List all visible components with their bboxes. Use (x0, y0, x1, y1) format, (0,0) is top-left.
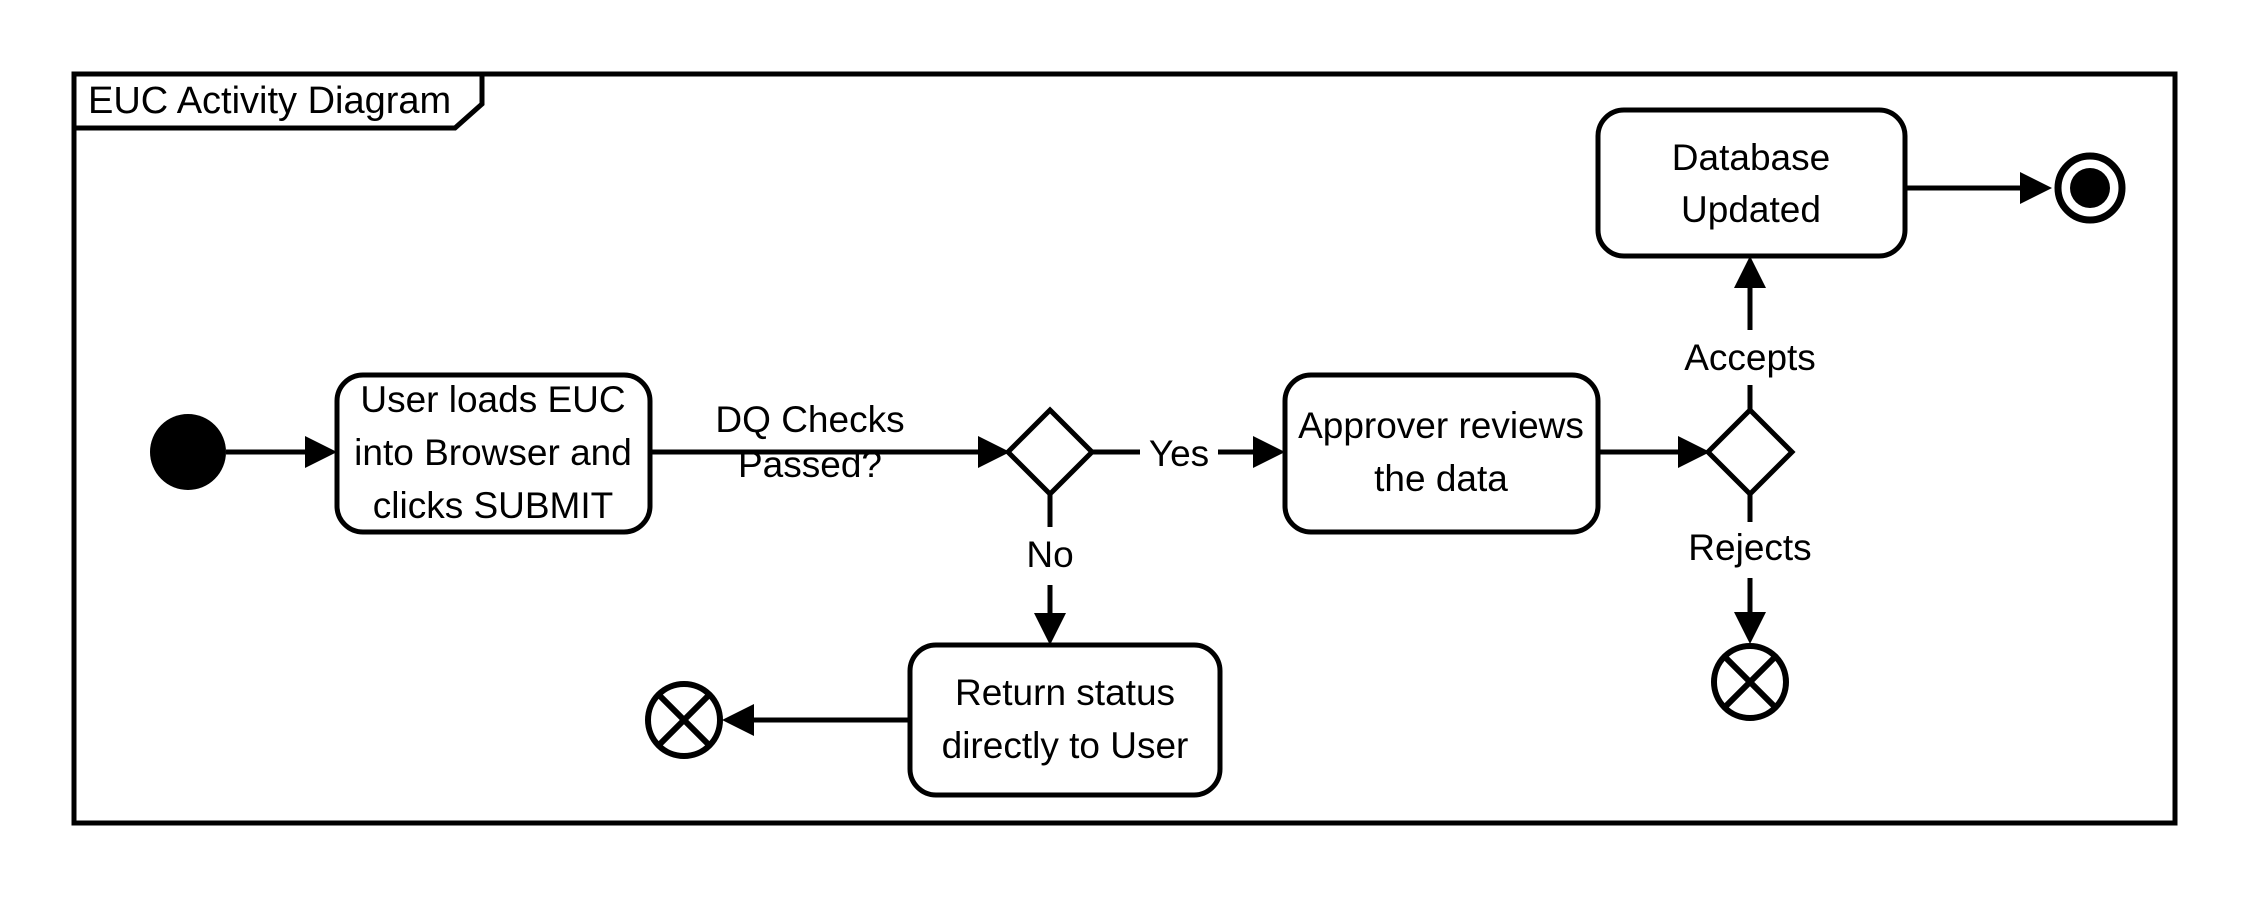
action-node-return-status[interactable]: Return status directly to User (907, 642, 1223, 798)
action-node-label-line2: into Browser and (354, 432, 632, 473)
arrowhead-icon (1734, 256, 1766, 288)
edge-dq-decision-no: No (1026, 494, 1074, 645)
edge-label-no: No (1026, 534, 1073, 575)
edge-label-dq-checks-line1: DQ Checks (715, 399, 904, 440)
flow-final-cross-icon (1722, 654, 1778, 710)
arrowhead-icon (722, 704, 754, 736)
edge-label-dq-checks-line2: Passed? (738, 444, 882, 485)
flow-final-node-reject[interactable] (1711, 643, 1789, 721)
action-node-label-line3: clicks SUBMIT (373, 485, 614, 526)
action-node-label-line2: the data (1374, 458, 1508, 499)
flow-final-node-user[interactable] (645, 681, 723, 759)
activity-final-inner-dot-icon (2070, 168, 2110, 208)
frame-title-tab (71, 71, 485, 131)
edge-approver-to-approval-decision (1598, 436, 1710, 468)
edge-approval-rejects: Rejects (1688, 494, 1812, 644)
action-node-label-line1: Approver reviews (1298, 405, 1584, 446)
arrowhead-icon (305, 436, 337, 468)
arrowhead-icon (1034, 613, 1066, 645)
arrowhead-icon (2020, 172, 2052, 204)
arrowhead-icon (1734, 612, 1766, 644)
arrowhead-icon (1678, 436, 1710, 468)
initial-node-circle-icon[interactable] (150, 414, 226, 490)
diagram-frame: EUC Activity Diagram (71, 71, 2178, 826)
action-node-approver-reviews[interactable]: Approver reviews the data (1282, 372, 1601, 535)
edge-label-rejects: Rejects (1688, 527, 1811, 568)
edge-load-euc-to-dq-decision: DQ Checks Passed? (650, 399, 1010, 485)
action-node-label-line1: Return status (955, 672, 1175, 713)
action-node-load-euc[interactable]: User loads EUC into Browser and clicks S… (334, 372, 653, 535)
initial-node[interactable] (150, 414, 226, 490)
edge-dq-decision-yes: Yes (1092, 433, 1285, 474)
action-node-shape[interactable] (907, 642, 1223, 798)
activity-final-node[interactable] (2054, 152, 2126, 224)
action-node-shape[interactable] (1282, 372, 1601, 535)
edge-label-yes: Yes (1149, 433, 1209, 474)
decision-node-diamond-icon[interactable] (1004, 406, 1096, 498)
edge-approval-accepts: Accepts (1684, 256, 1816, 410)
arrowhead-icon (978, 436, 1010, 468)
frame-outer-border (71, 71, 2178, 826)
action-node-label-line1: User loads EUC (360, 379, 625, 420)
edge-database-to-final (1905, 172, 2052, 204)
action-node-database-updated[interactable]: Database Updated (1595, 107, 1908, 259)
flow-final-cross-icon (656, 692, 712, 748)
action-node-shape[interactable] (1595, 107, 1908, 259)
action-node-shape[interactable] (334, 372, 653, 535)
action-node-label-line1: Database (1672, 137, 1830, 178)
edge-return-status-to-flow-final (722, 704, 910, 736)
action-node-label-line2: directly to User (942, 725, 1189, 766)
action-node-label-line2: Updated (1681, 189, 1821, 230)
decision-node-approval[interactable] (1704, 406, 1796, 498)
decision-node-diamond-icon[interactable] (1704, 406, 1796, 498)
edge-label-accepts: Accepts (1684, 337, 1816, 378)
arrowhead-icon (1253, 436, 1285, 468)
decision-node-dq-checks[interactable] (1004, 406, 1096, 498)
edge-initial-to-load-euc (226, 436, 337, 468)
frame-title-label: EUC Activity Diagram (88, 80, 451, 122)
